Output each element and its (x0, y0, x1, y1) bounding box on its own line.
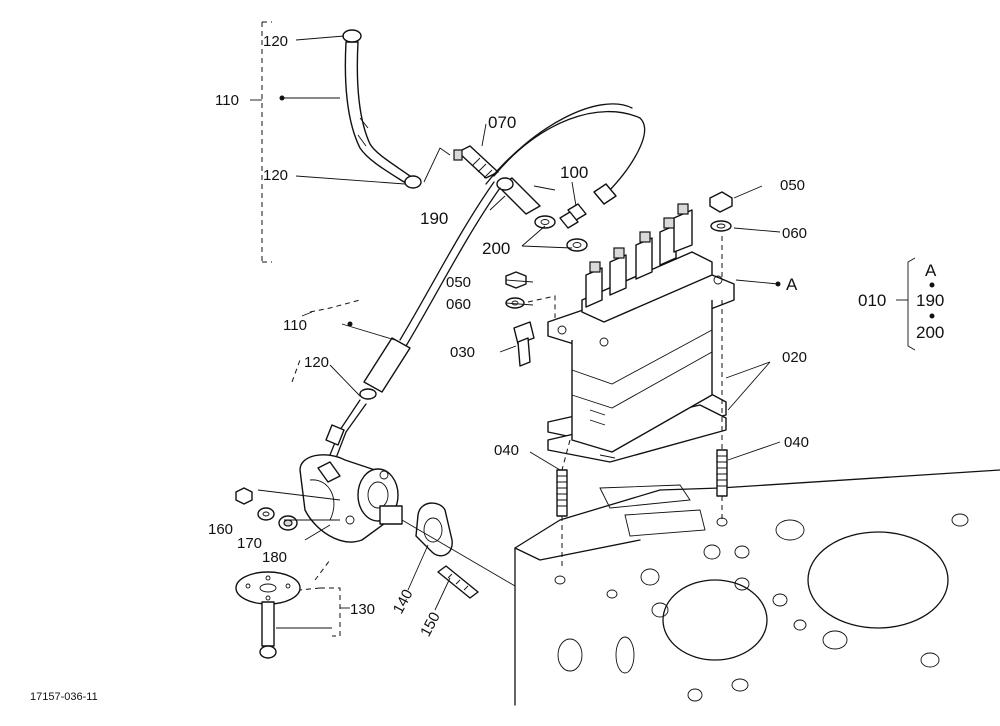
stud-040-right (716, 449, 728, 497)
return-pipe (485, 103, 646, 205)
stud-040-left (556, 469, 568, 517)
drawing-number: 17157-036-11 (30, 691, 98, 703)
fuel-hose-110-top (342, 29, 422, 189)
callout-120-top: 120 (263, 33, 288, 50)
callout-160: 160 (208, 521, 233, 538)
connector-070 (453, 145, 499, 179)
assembly-parent-010: 010 (858, 291, 886, 310)
callout-190: 190 (420, 209, 448, 228)
washer-170 (257, 507, 275, 521)
nut-050-right (709, 191, 733, 213)
nut-050-left (505, 271, 527, 289)
callout-140: 140 (390, 587, 417, 617)
callout-050-left: 050 (446, 274, 471, 291)
callout-170: 170 (237, 535, 262, 552)
washers-200 (534, 215, 588, 252)
feed-pipe (325, 399, 367, 459)
fuel-hose-110-low (359, 181, 501, 400)
assembly-item-200: 200 (916, 323, 944, 342)
callout-130: 130 (350, 601, 375, 618)
callout-050-right: 050 (780, 177, 805, 194)
callout-100: 100 (560, 163, 588, 182)
callout-A: A (786, 275, 798, 294)
callout-040-left: 040 (494, 442, 519, 459)
callout-020: 020 (782, 349, 807, 366)
stud-150 (437, 565, 479, 599)
feed-pump-130 (299, 454, 403, 543)
callout-120-low: 120 (304, 354, 329, 371)
callout-070: 070 (488, 113, 516, 132)
nut-160 (235, 487, 253, 505)
callout-110-top: 110 (215, 92, 239, 109)
washer-180 (278, 515, 298, 531)
bolt-030 (513, 321, 535, 367)
assembly-item-190: 190 (916, 291, 944, 310)
delivery-valve-holders (585, 203, 693, 308)
washer-060-right (710, 220, 732, 232)
callout-150: 150 (417, 609, 444, 639)
callout-110-low: 110 (283, 317, 307, 334)
callout-060-right: 060 (782, 225, 807, 242)
priming-lever (235, 571, 301, 659)
callout-200: 200 (482, 239, 510, 258)
assembly-item-A: A (925, 261, 937, 280)
callout-120-mid: 120 (263, 167, 288, 184)
callout-040-right: 040 (784, 434, 809, 451)
banjo-190 (496, 177, 541, 215)
eye-bolt-100 (559, 203, 587, 229)
callout-060-left: 060 (446, 296, 471, 313)
callout-030: 030 (450, 344, 475, 361)
injection-pump (547, 203, 735, 453)
engine-block (514, 469, 1000, 706)
callout-180: 180 (262, 549, 287, 566)
gasket-140 (415, 502, 453, 557)
